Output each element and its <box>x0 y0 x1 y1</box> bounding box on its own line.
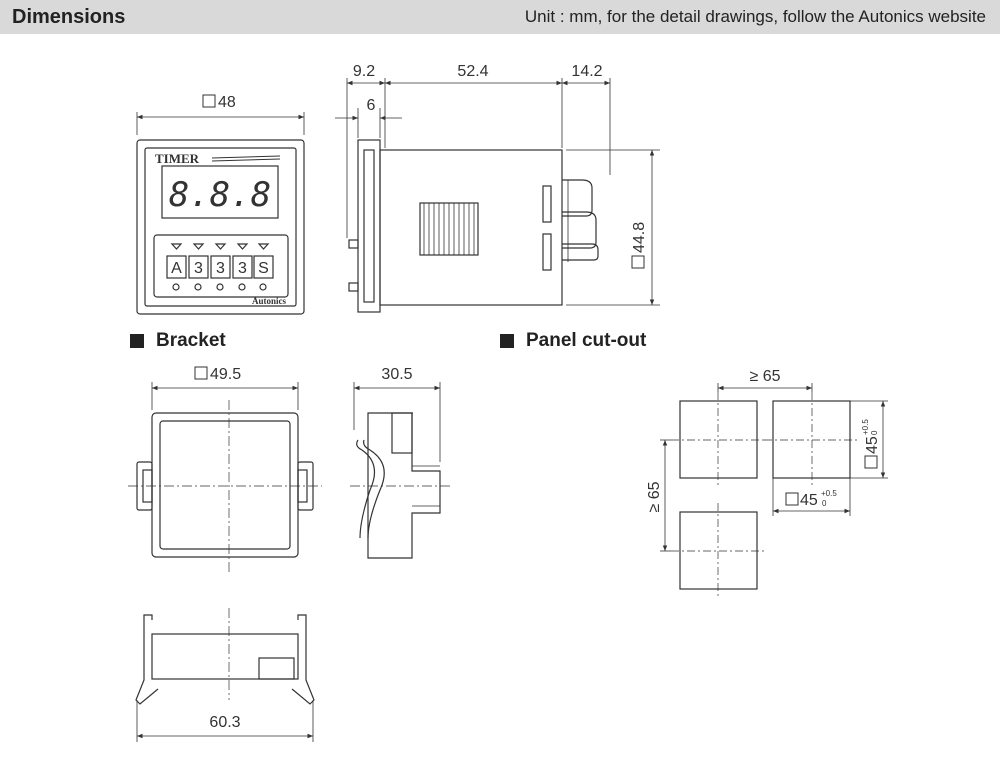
hole-width-tol-zero: 0 <box>822 499 827 508</box>
front-view <box>136 112 305 315</box>
dial-row <box>166 243 274 291</box>
panel-cutout-heading: Panel cut-out <box>526 330 647 351</box>
square-symbol-icon <box>194 366 208 380</box>
maker-logo: Autonics <box>252 296 287 306</box>
bracket-section-label: Bracket <box>130 330 226 352</box>
dial-label: 3 <box>194 260 203 277</box>
front-width-label: 48 <box>218 94 236 111</box>
dim-14-2-label: 14.2 <box>571 63 602 80</box>
hole-height-label: 45 <box>864 436 881 454</box>
pitch-horizontal-label: ≥ 65 <box>749 368 780 385</box>
unit-note: Unit : mm, for the detail drawings, foll… <box>524 7 986 26</box>
bracket-side-width-label: 30.5 <box>381 366 412 383</box>
drawing-labels: 48 TIMER 8.8.8 A 3 3 3 S Autonics 9.2 52… <box>155 63 881 731</box>
bracket-side-view <box>350 382 450 559</box>
bracket-front-width-label: 49.5 <box>210 366 241 383</box>
segment-display: 8.8.8 <box>169 175 271 215</box>
pitch-vertical-label: ≥ 65 <box>646 481 663 512</box>
bracket-front-view <box>128 382 322 575</box>
square-symbol-icon <box>631 255 645 269</box>
side-view <box>335 78 660 313</box>
panel-cutout-section-label: Panel cut-out <box>500 330 646 352</box>
square-symbol-icon <box>202 94 216 108</box>
section-square-icon <box>500 334 514 348</box>
dim-52-4-label: 52.4 <box>457 63 488 80</box>
hole-width-label: 45 <box>800 492 818 509</box>
square-symbol-icon <box>785 492 799 506</box>
dim-44-8-label: 44.8 <box>631 222 648 253</box>
dial-label: 3 <box>238 260 247 277</box>
dim-6-label: 6 <box>367 97 376 114</box>
dial-label: 3 <box>216 260 225 277</box>
bracket-heading: Bracket <box>156 330 226 351</box>
page-title: Dimensions <box>12 6 126 28</box>
section-square-icon <box>130 334 144 348</box>
dim-9-2-label: 9.2 <box>353 63 375 80</box>
hole-width-tol-plus: +0.5 <box>821 489 837 498</box>
cutout-hole <box>772 400 851 479</box>
timer-brand-label: TIMER <box>155 151 200 166</box>
hole-height-tol-zero: 0 <box>870 430 879 435</box>
panel-cutout-view <box>660 383 888 598</box>
square-symbol-icon <box>864 455 878 469</box>
bracket-bottom-width-label: 60.3 <box>209 714 240 731</box>
dial-label: S <box>258 260 269 277</box>
header-bar: Dimensions Unit : mm, for the detail dra… <box>0 0 1000 34</box>
bracket-bottom-view <box>135 608 315 742</box>
cutout-hole <box>679 511 758 590</box>
hole-height-tol-plus: +0.5 <box>861 419 870 435</box>
dial-label: A <box>171 260 182 277</box>
cutout-hole <box>679 400 758 479</box>
